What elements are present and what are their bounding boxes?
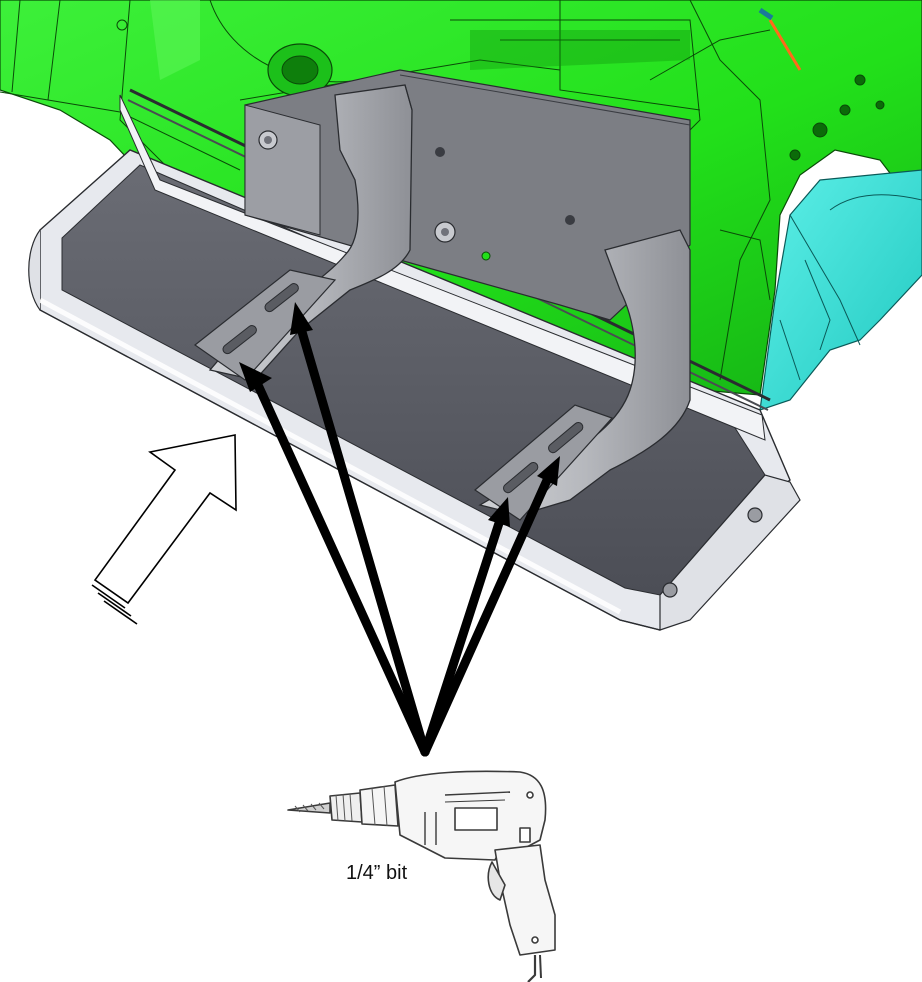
motion-arrow-icon xyxy=(91,434,237,625)
pointer-arrow-shaft xyxy=(253,380,430,757)
pointer-arrow-shaft xyxy=(295,320,430,757)
arrowhead xyxy=(488,497,510,527)
drill-icon xyxy=(287,770,556,982)
arrowhead xyxy=(537,456,560,486)
left-bracket xyxy=(193,84,413,381)
running-board xyxy=(28,88,801,631)
drill-bit-size-label: 1/4” bit xyxy=(346,862,408,884)
arrowhead xyxy=(239,362,272,392)
arrowhead xyxy=(290,302,313,335)
pointer-arrow-shaft xyxy=(420,473,553,757)
pointer-arrowheads xyxy=(239,302,560,527)
wheel-well-panel xyxy=(759,169,922,411)
pointer-arrows xyxy=(253,320,553,757)
